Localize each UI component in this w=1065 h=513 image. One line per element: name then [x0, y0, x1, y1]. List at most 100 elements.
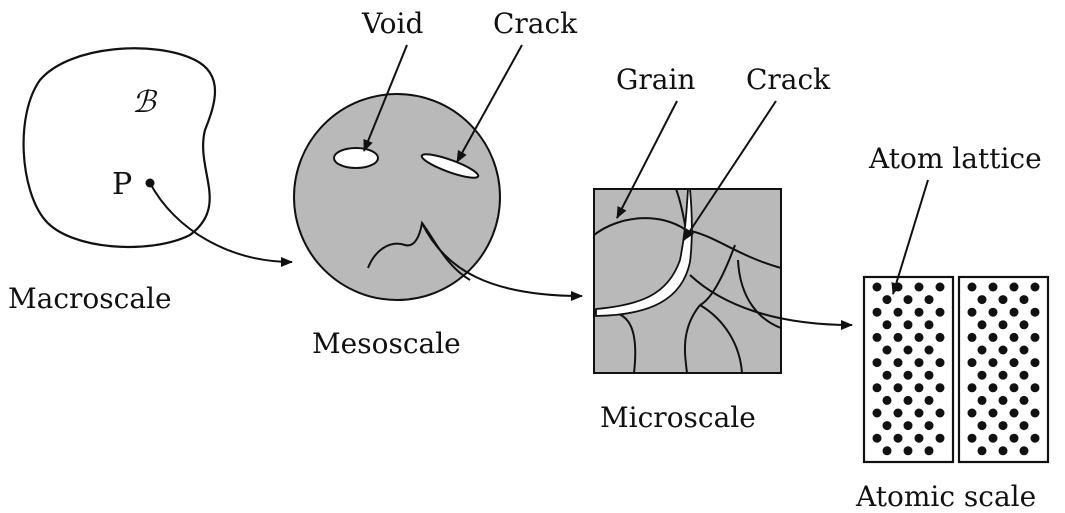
- micro-crack-label: Crack: [746, 63, 831, 96]
- atom-dot: [968, 409, 977, 418]
- atom-dot: [904, 421, 913, 430]
- atom-dot: [1010, 434, 1019, 443]
- atom-dot: [978, 295, 987, 304]
- atom-dot: [1031, 434, 1040, 443]
- atom-dot: [1020, 396, 1029, 405]
- atom-dot: [925, 295, 934, 304]
- atom-dot: [915, 308, 924, 317]
- atom-dot: [915, 283, 924, 292]
- atom-dot: [894, 333, 903, 342]
- atom-dot: [999, 446, 1008, 455]
- atom-dot: [873, 434, 882, 443]
- atom-dot: [989, 283, 998, 292]
- atom-dot: [873, 308, 882, 317]
- atom-dot: [978, 446, 987, 455]
- atom-dot: [1010, 383, 1019, 392]
- atom-dot: [999, 320, 1008, 329]
- point-p-label: P: [112, 167, 132, 202]
- atom-dot: [904, 320, 913, 329]
- atom-dot: [978, 320, 987, 329]
- atom-dot: [904, 371, 913, 380]
- atom-dot: [968, 383, 977, 392]
- atom-dot: [883, 295, 892, 304]
- atom-dot: [873, 409, 882, 418]
- atom-dot: [873, 283, 882, 292]
- atom-dot: [1020, 346, 1029, 355]
- atom-dot: [1020, 295, 1029, 304]
- arrow-macro-to-meso: [150, 183, 292, 262]
- atomic-scale-label: Atomic scale: [855, 480, 1036, 513]
- atom-dot: [873, 383, 882, 392]
- atom-dot: [968, 283, 977, 292]
- atom-dot: [873, 358, 882, 367]
- atom-dot: [883, 396, 892, 405]
- atom-dot: [1010, 308, 1019, 317]
- atom-dot: [999, 371, 1008, 380]
- atom-dot: [978, 346, 987, 355]
- atom-dot: [915, 434, 924, 443]
- atom-dot: [978, 371, 987, 380]
- atom-dot: [989, 409, 998, 418]
- body-symbol: ℬ: [132, 85, 158, 120]
- atom-dot: [904, 396, 913, 405]
- atom-dot: [894, 308, 903, 317]
- atom-dot: [989, 434, 998, 443]
- atom-dot: [936, 358, 945, 367]
- atom-dot: [925, 346, 934, 355]
- atom-dot: [883, 320, 892, 329]
- atom-dot: [904, 446, 913, 455]
- atom-dot: [968, 358, 977, 367]
- atom-dot: [978, 421, 987, 430]
- atom-dot: [1031, 358, 1040, 367]
- atom-dot: [999, 295, 1008, 304]
- atom-dot: [1010, 283, 1019, 292]
- atom-dot: [883, 421, 892, 430]
- macroscale-body-outline: [24, 48, 215, 247]
- atom-dot: [894, 383, 903, 392]
- atom-dot: [989, 333, 998, 342]
- atom-dot: [894, 409, 903, 418]
- atom-dot: [936, 283, 945, 292]
- atom-dot: [989, 358, 998, 367]
- atom-dot: [925, 396, 934, 405]
- atom-dot: [999, 396, 1008, 405]
- atom-dot: [968, 333, 977, 342]
- atom-dot: [915, 383, 924, 392]
- atom-dot: [989, 308, 998, 317]
- atom-dot: [883, 346, 892, 355]
- void-label: Void: [361, 7, 423, 40]
- atom-dot: [1010, 409, 1019, 418]
- microscale-label: Microscale: [600, 401, 756, 434]
- atom-dot: [989, 383, 998, 392]
- atom-dot: [915, 358, 924, 367]
- atom-dot: [883, 446, 892, 455]
- meso-crack-label: Crack: [493, 7, 578, 40]
- atom-dot: [999, 346, 1008, 355]
- atom-dot: [1010, 333, 1019, 342]
- void-shape: [334, 148, 378, 168]
- atom-dot: [904, 295, 913, 304]
- atom-dot: [915, 409, 924, 418]
- atom-dot: [936, 333, 945, 342]
- atom-dot: [968, 434, 977, 443]
- atom-dot: [1010, 358, 1019, 367]
- atom-dot: [936, 409, 945, 418]
- atom-dot: [873, 333, 882, 342]
- atom-dot: [936, 383, 945, 392]
- grain-label: Grain: [616, 63, 695, 96]
- atom-dot: [883, 371, 892, 380]
- macroscale-label: Macroscale: [8, 282, 172, 315]
- atom-dot: [894, 434, 903, 443]
- atom-dot: [1020, 421, 1029, 430]
- atom-dot: [904, 346, 913, 355]
- meso-crack-pointer: [457, 45, 522, 162]
- atom-dot: [936, 434, 945, 443]
- atom-dot: [936, 308, 945, 317]
- atom-dot: [1020, 320, 1029, 329]
- atom-dot: [925, 421, 934, 430]
- atom-dot: [1020, 371, 1029, 380]
- atom-dot: [1031, 383, 1040, 392]
- atom-dot: [999, 421, 1008, 430]
- atom-dot: [894, 358, 903, 367]
- atom-dot: [925, 320, 934, 329]
